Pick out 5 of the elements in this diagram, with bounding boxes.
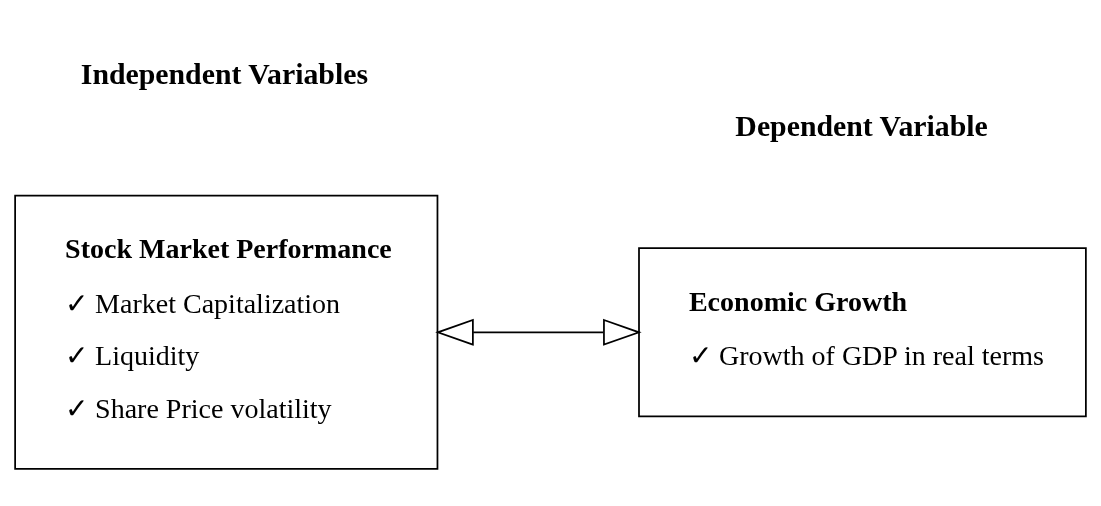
label: Dependent Variable xyxy=(735,109,988,143)
node-box: Stock Market Performance ✓ Market Capitalization ✓ Liquidity ✓ Share Price volatility xyxy=(14,194,439,470)
node-box: Economic Growth ✓ Growth of GDP in real terms xyxy=(638,247,1087,418)
arrow xyxy=(435,318,642,346)
label: Independent Variables xyxy=(80,56,368,90)
